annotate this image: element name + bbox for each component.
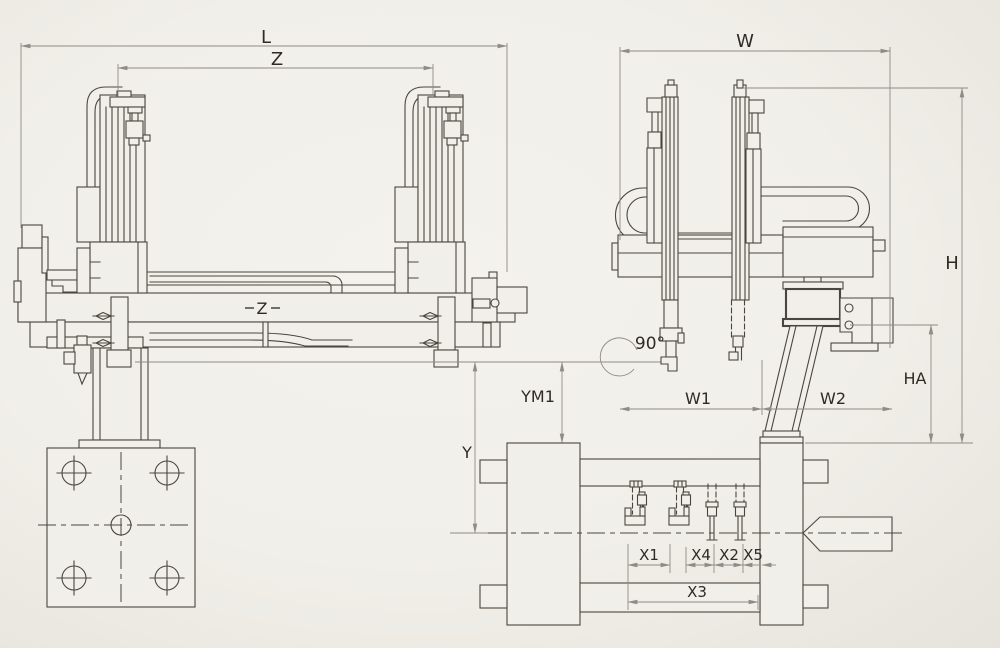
moving-platen (506, 442, 581, 626)
dim-label-X5: X5 (743, 546, 763, 564)
dimension-W1: W1 (619, 360, 763, 415)
slide-bracket (781, 276, 894, 352)
dimension-W: W (619, 31, 891, 348)
arm-down-dashed (728, 299, 746, 361)
dimension-X5: X5 (742, 546, 776, 568)
side-view: 90° W (479, 31, 973, 626)
dimension-YM1: YM1 (520, 361, 565, 444)
dim-label-W1: W1 (685, 389, 711, 408)
motor-box (782, 226, 886, 278)
dim-label-W2: W2 (820, 389, 846, 408)
dimension-HA: HA (850, 324, 938, 444)
dim-label-L: L (261, 27, 271, 48)
gripper-solid-2 (668, 480, 692, 526)
bolt-hole (56, 455, 92, 491)
right-end-assembly (471, 271, 528, 323)
rotation-annotation: 90° (599, 334, 665, 377)
injection-nozzle (802, 516, 893, 552)
gripper-solid-1 (624, 480, 648, 526)
gripper-dashed-2 (733, 483, 747, 541)
air-filter-regulator (63, 335, 92, 386)
bolt-hole (149, 560, 185, 596)
dim-label-H: H (945, 253, 959, 274)
fixed-platen (759, 442, 804, 626)
dim-label-X2: X2 (719, 546, 739, 564)
dim-label-Z: Z (271, 49, 283, 70)
front-view: Z (13, 27, 662, 608)
dim-label-X3: X3 (687, 583, 707, 601)
dim-label-YM1: YM1 (520, 387, 555, 406)
beam-z-axis-label: Z (245, 299, 280, 318)
vertical-axis-right (731, 79, 765, 301)
dimension-X1: X1 (627, 546, 671, 568)
dim-label-X4: X4 (691, 546, 711, 564)
dim-label-X1: X1 (639, 546, 659, 564)
dimension-Y: Y (450, 361, 508, 534)
dimension-X2: X2 (713, 546, 744, 568)
dimension-X-extensions (627, 544, 759, 610)
dimension-X3: X3 (627, 583, 759, 605)
dimension-X4: X4 (685, 546, 715, 568)
vertical-arm-right (394, 86, 469, 294)
dim-label-W: W (736, 31, 754, 52)
base-mounting-plate (38, 447, 196, 608)
kick-arm (759, 325, 824, 444)
dimension-H: H (743, 87, 973, 444)
dim-label-HA: HA (904, 369, 927, 388)
angle-label-90: 90° (635, 334, 665, 354)
dimension-L: L (20, 27, 508, 272)
arm-down-solid (659, 299, 685, 372)
beam-label-z: Z (257, 299, 268, 318)
cable-loop-right (751, 186, 871, 231)
bolt-hole (56, 560, 92, 596)
bolt-hole (149, 455, 185, 491)
vertical-arm-left (76, 86, 151, 294)
dimension-W2: W2 (761, 389, 893, 412)
tie-bar-lower (479, 582, 829, 613)
dim-label-Y: Y (461, 443, 472, 462)
tie-bar-upper (479, 458, 829, 487)
dimension-Z: Z (117, 49, 434, 96)
vertical-axis-left (646, 79, 679, 301)
gripper-dashed-1 (705, 483, 719, 541)
